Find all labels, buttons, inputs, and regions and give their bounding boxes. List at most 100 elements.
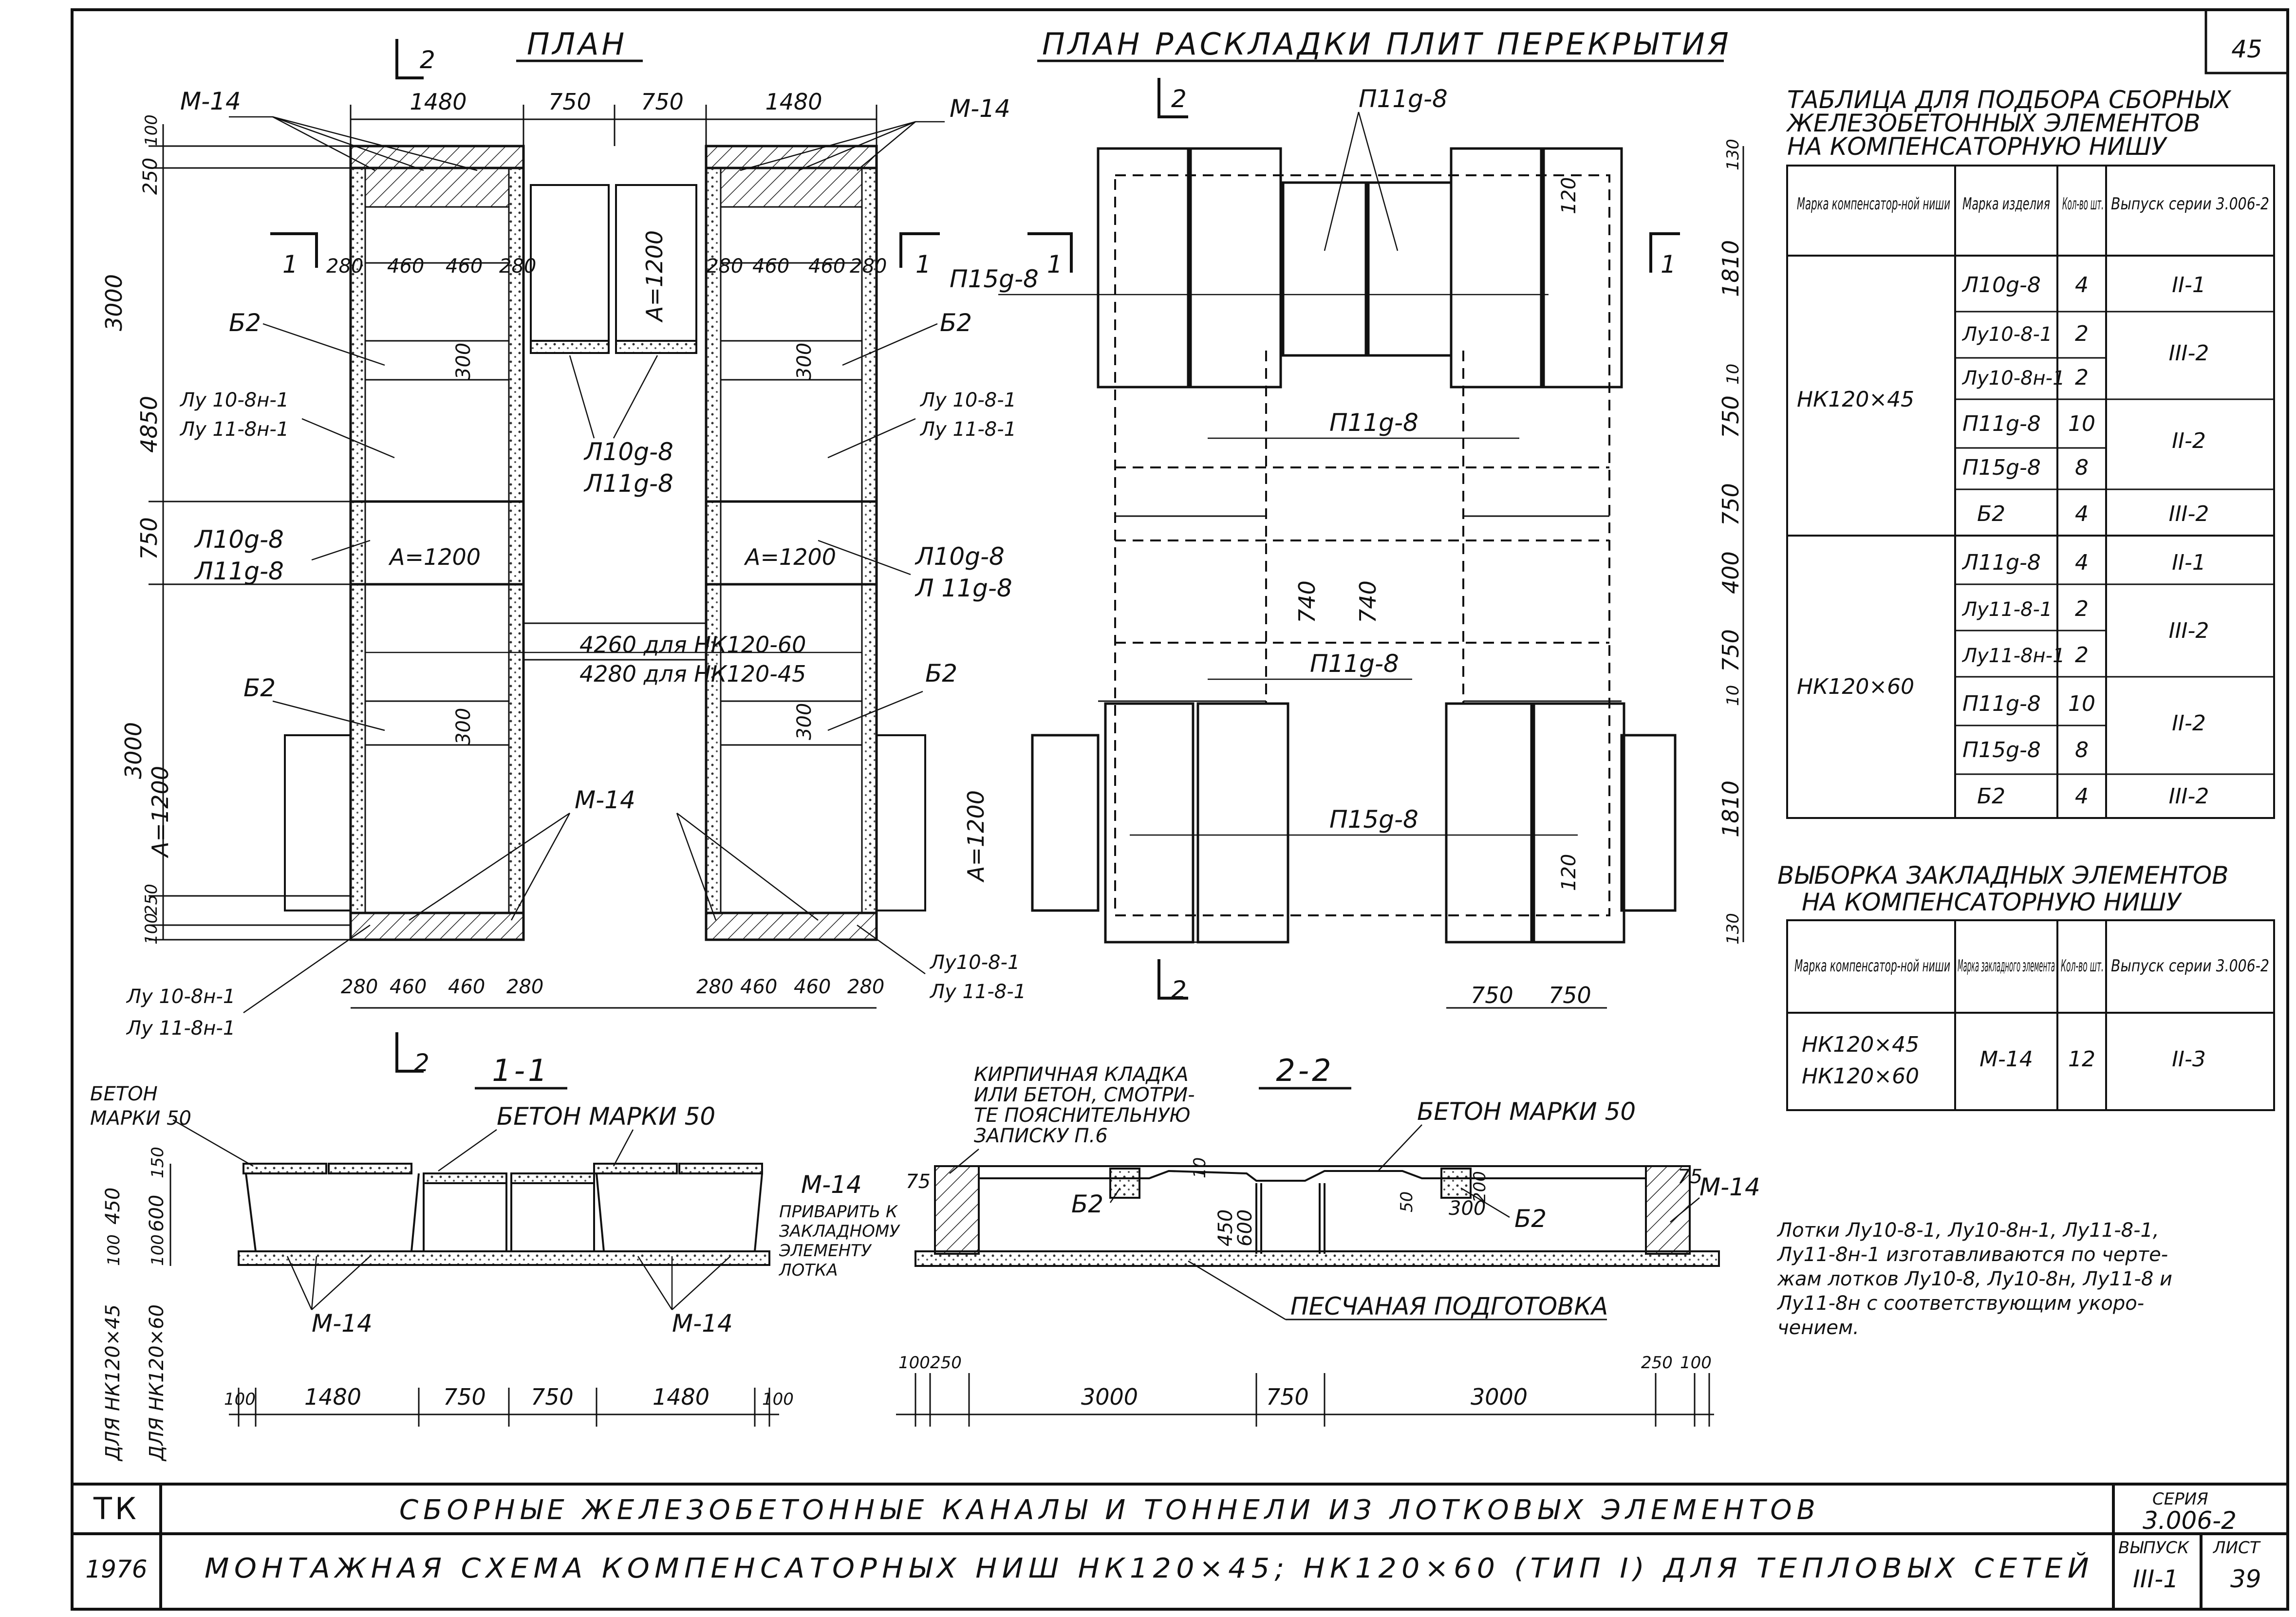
embedded-elements-table: ВЫБОРКА ЗАКЛАДНЫХ ЭЛЕМЕНТОВ НА КОМПЕНСАТ… — [1777, 861, 2275, 1111]
layout-label: П15g-8 — [950, 265, 1039, 293]
section-2-2: 2-2 КИРПИЧНАЯ КЛАДКА ИЛИ БЕТОН, СМОТРИ- … — [896, 1053, 1760, 1427]
plan-a1200: A=1200 — [963, 790, 989, 883]
section22-inner-dim: 450 — [1214, 1209, 1237, 1246]
plan-cut-label: 2 — [420, 46, 435, 74]
section11-beton-top: БЕТОН МАРКИ 50 — [497, 1102, 715, 1131]
layout-label: П15g-8 — [1329, 805, 1419, 834]
section22-beton-top: БЕТОН МАРКИ 50 — [1417, 1097, 1636, 1126]
table1-qty: 2 — [2075, 643, 2089, 668]
table2-niche: НК120×60 — [1802, 1064, 1919, 1089]
plan-bottom-dim: 280 — [506, 976, 543, 998]
layout-right-dim: 10 — [1723, 685, 1743, 706]
plan-left-dim: 4850 — [136, 396, 162, 453]
layout-cut-label: 2 — [1171, 85, 1187, 113]
plan-bottom-lu: Лу 11-8-1 — [929, 981, 1026, 1003]
section22-hdim: 250 — [930, 1353, 962, 1373]
layout-label: П11g-8 — [1329, 409, 1419, 437]
plan-left-dim: 750 — [136, 517, 162, 560]
section11-vdim: 100 — [104, 1234, 124, 1266]
section22-hdim: 3000 — [1081, 1384, 1138, 1410]
layout-right-dim: 750 — [1717, 483, 1744, 526]
plan-bottom-dim: 460 — [740, 976, 777, 998]
plan-l11-label: Л11g-8 — [583, 469, 673, 498]
section11-beton-left: БЕТОН — [90, 1083, 158, 1105]
plan-300: 300 — [793, 703, 816, 740]
table1-mark: Лу10-8-1 — [1961, 323, 2052, 346]
plan-span-45: 4280 для НК120-45 — [579, 661, 806, 687]
plan-cut-label: 1 — [915, 250, 931, 279]
table1-issue: II-1 — [2172, 273, 2206, 297]
plan-lu-label: Лу 10-8-1 — [919, 389, 1016, 411]
section11-m14-weld: М-14 — [801, 1171, 862, 1199]
plan-m14-label: М-14 — [575, 786, 635, 814]
plan-bottom-dim: 460 — [794, 976, 831, 998]
plan-m14-label: М-14 — [180, 87, 241, 115]
section-1-1: 1-1 БЕТОН МАРКИ 50 БЕТОН МАРКИ 50 М-14 М… — [90, 1053, 900, 1462]
table1-issue: III-2 — [2169, 341, 2209, 366]
table2-header: Кол-во шт. — [2061, 956, 2104, 976]
layout-channel — [1114, 174, 1610, 916]
layout-label: П11g-8 — [1310, 650, 1399, 678]
layout-title: ПЛАН РАСКЛАДКИ ПЛИТ ПЕРЕКРЫТИЯ — [1042, 26, 1732, 62]
issue-value: III-1 — [2133, 1565, 2179, 1593]
plan-b2-label: Б2 — [229, 309, 261, 337]
section11-vdim: 150 — [148, 1147, 168, 1178]
plan-cut-label: 2 — [414, 1049, 429, 1077]
section11-hdim: 1480 — [304, 1384, 361, 1410]
plan-b2-label: Б2 — [925, 659, 957, 688]
plan-l11-label: Л 11g-8 — [915, 574, 1012, 602]
plan-300: 300 — [793, 343, 816, 380]
section22-inner-dim: 300 — [1449, 1197, 1486, 1220]
note-line: Лотки Лу10-8-1, Лу10-8н-1, Лу11-8-1, — [1776, 1219, 2159, 1242]
table1-niche: НК120×45 — [1797, 387, 1914, 412]
sheet-label: ЛИСТ — [2212, 1538, 2261, 1558]
plan-title: ПЛАН — [527, 26, 627, 62]
section11-title: 1-1 — [492, 1053, 550, 1088]
plan-bottom-lu: Лу 10-8н-1 — [126, 985, 235, 1008]
table1-mark: Л11g-8 — [1961, 550, 2041, 575]
table1-qty: 4 — [2075, 550, 2089, 575]
section22-inner-dim: 600 — [1234, 1209, 1256, 1246]
layout-right-dim: 750 — [1717, 629, 1744, 672]
table1-issue: III-2 — [2169, 502, 2209, 526]
section11-m14: М-14 — [312, 1309, 373, 1338]
plan-top-dim: 750 — [641, 89, 684, 115]
plan-left-dim: 3000 — [101, 274, 127, 331]
table2-header: Марка компенсатор-ной ниши — [1794, 956, 1950, 976]
table1-mark: Лу11-8н-1 — [1961, 645, 2065, 667]
plan-a1200: A=1200 — [388, 544, 481, 570]
table1-title: ЖЕЛЕЗОБЕТОННЫХ ЭЛЕМЕНТОВ — [1786, 109, 2201, 137]
section22-title: 2-2 — [1276, 1053, 1334, 1088]
plan-bottom-lu: Лу10-8-1 — [929, 951, 1020, 974]
layout-right-dim: 400 — [1717, 551, 1744, 594]
plan-left-dim: 100 — [142, 913, 161, 945]
plan-left-chamber — [349, 145, 525, 941]
issue-label: ВЫПУСК — [2118, 1538, 2190, 1558]
plan-left-dim: 250 — [142, 884, 161, 915]
plan-left-dim: 100 — [142, 114, 161, 146]
plan-lu-label: Лу 10-8н-1 — [179, 389, 289, 411]
section11-vdim: 600 — [146, 1195, 168, 1232]
plan-upper-dim: 280 — [850, 255, 887, 278]
layout-cut-label: 1 — [1661, 250, 1676, 279]
plan-a1200: A=1200 — [641, 230, 668, 323]
layout-cut-label: 1 — [1047, 250, 1063, 279]
table1-title: ТАБЛИЦА ДЛЯ ПОДБОРА СБОРНЫХ — [1787, 86, 2232, 114]
section22-b2: Б2 — [1514, 1205, 1547, 1233]
section22-b2: Б2 — [1071, 1190, 1103, 1218]
table1-mark: П15g-8 — [1962, 738, 2041, 762]
slab-layout-view: ПЛАН РАСКЛАДКИ ПЛИТ ПЕРЕКРЫТИЯ — [950, 26, 1744, 1009]
general-note: Лотки Лу10-8-1, Лу10-8н-1, Лу11-8-1, Лу1… — [1776, 1219, 2172, 1339]
section11-vdim: 100 — [148, 1234, 168, 1266]
plan-top-dims — [350, 105, 877, 146]
plan-bottom-dim: 280 — [696, 976, 733, 998]
title-line1: СБОРНЫЕ ЖЕЛЕЗОБЕТОННЫЕ КАНАЛЫ И ТОННЕЛИ … — [399, 1494, 1820, 1526]
section11-m14: М-14 — [672, 1309, 733, 1338]
table1-qty: 8 — [2075, 455, 2089, 480]
layout-bottom-dim: 750 — [1471, 982, 1513, 1008]
note-line: жам лотков Лу10-8, Лу10-8н, Лу11-8 и — [1777, 1268, 2172, 1290]
layout-inner-dim: 120 — [1558, 177, 1580, 214]
title-block: ТК 1976 СБОРНЫЕ ЖЕЛЕЗОБЕТОННЫЕ КАНАЛЫ И … — [72, 1483, 2288, 1609]
table2-issue: II-3 — [2172, 1047, 2206, 1072]
